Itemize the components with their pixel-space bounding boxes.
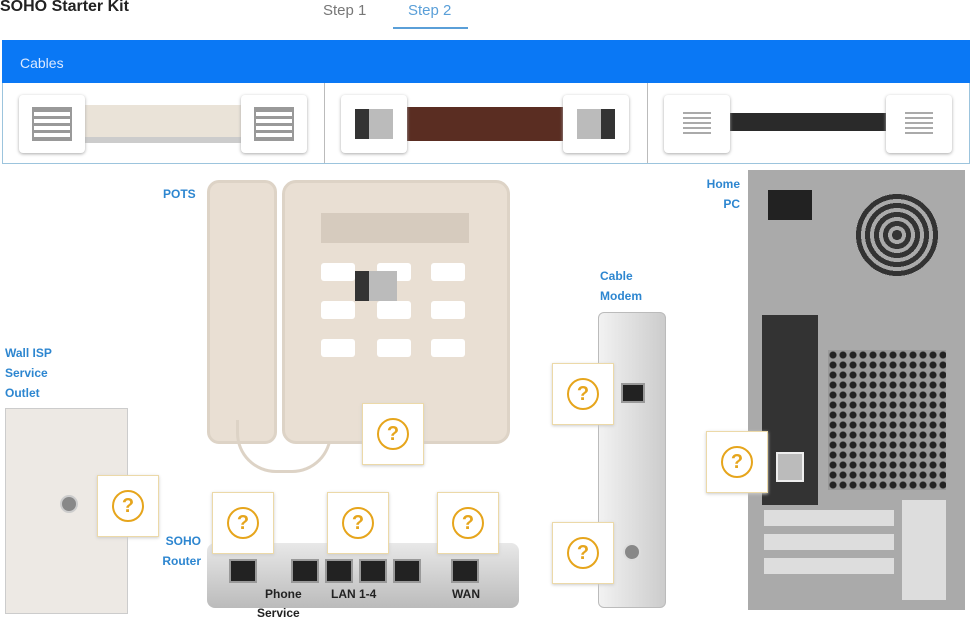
drop-zone-wall-outlet[interactable]: ? xyxy=(97,475,159,537)
wan-port-label: WAN xyxy=(452,587,480,601)
ethernet-cable[interactable] xyxy=(3,83,326,163)
drop-zone-modem-coax[interactable]: ? xyxy=(552,522,614,584)
phone-cable[interactable] xyxy=(648,83,969,163)
active-tab-indicator xyxy=(393,27,468,29)
drop-zone-modem-ethernet[interactable]: ? xyxy=(552,363,614,425)
rj11-connector-icon xyxy=(885,95,952,153)
cables-header-label: Cables xyxy=(20,55,64,71)
cables-header: Cables xyxy=(2,40,970,83)
tab-step-2[interactable]: Step 2 xyxy=(408,2,452,19)
rj11-connector-icon xyxy=(663,95,730,153)
coax-connector-icon xyxy=(341,95,408,153)
coax-connector-dragged[interactable] xyxy=(345,268,407,304)
power-socket-icon xyxy=(768,190,812,220)
service-label: Service xyxy=(257,606,300,620)
coaxial-cable[interactable] xyxy=(325,83,648,163)
drop-zone-pc-ethernet[interactable]: ? xyxy=(706,431,768,493)
drop-zone-router-wan[interactable]: ? xyxy=(437,492,499,554)
drop-zone-router-lan[interactable]: ? xyxy=(327,492,389,554)
ethernet-port xyxy=(776,452,804,482)
coax-connector-icon xyxy=(563,95,630,153)
lan-port-label: LAN 1-4 xyxy=(331,587,377,601)
drop-zone-pots[interactable]: ? xyxy=(362,403,424,465)
page-title: SOHO Starter Kit xyxy=(0,0,129,15)
coax-jack xyxy=(60,495,78,513)
phone-port-label: Phone xyxy=(265,587,302,601)
tab-step-1[interactable]: Step 1 xyxy=(323,2,367,19)
rj45-connector-icon xyxy=(19,95,85,153)
vent-grille xyxy=(828,350,946,490)
rj45-connector-icon xyxy=(241,95,307,153)
home-pc-tower xyxy=(748,170,965,610)
fan-icon xyxy=(854,192,940,278)
drop-zone-router-phone[interactable]: ? xyxy=(212,492,274,554)
pots-label: POTS xyxy=(163,187,196,201)
cables-panel xyxy=(2,83,970,164)
phone-handset xyxy=(207,180,277,444)
